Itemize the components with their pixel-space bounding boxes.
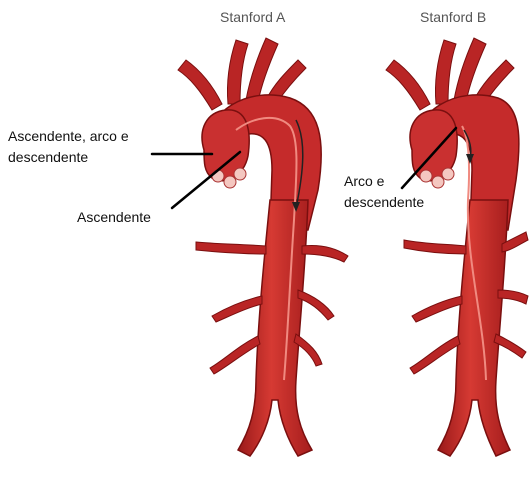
- annotation-line-2: descendente: [8, 147, 129, 168]
- annotation-ascendente-arco-descendente: Ascendente, arco e descendente: [8, 126, 129, 168]
- annotation-line-1: Ascendente: [77, 207, 151, 228]
- annotation-line-2: descendente: [344, 192, 424, 213]
- descending-aorta: [438, 200, 510, 456]
- annotation-line-1: Ascendente, arco e: [8, 126, 129, 147]
- descending-aorta: [238, 200, 312, 456]
- annotation-arco-descendente: Arco e descendente: [344, 171, 424, 213]
- annotation-line-1: Arco e: [344, 171, 424, 192]
- aorta-stanford-a: [178, 38, 348, 456]
- aorta-stanford-b: [386, 38, 528, 456]
- panel-title-stanford-a: Stanford A: [220, 9, 285, 25]
- panel-title-stanford-b: Stanford B: [420, 9, 486, 25]
- annotation-ascendente: Ascendente: [77, 207, 151, 228]
